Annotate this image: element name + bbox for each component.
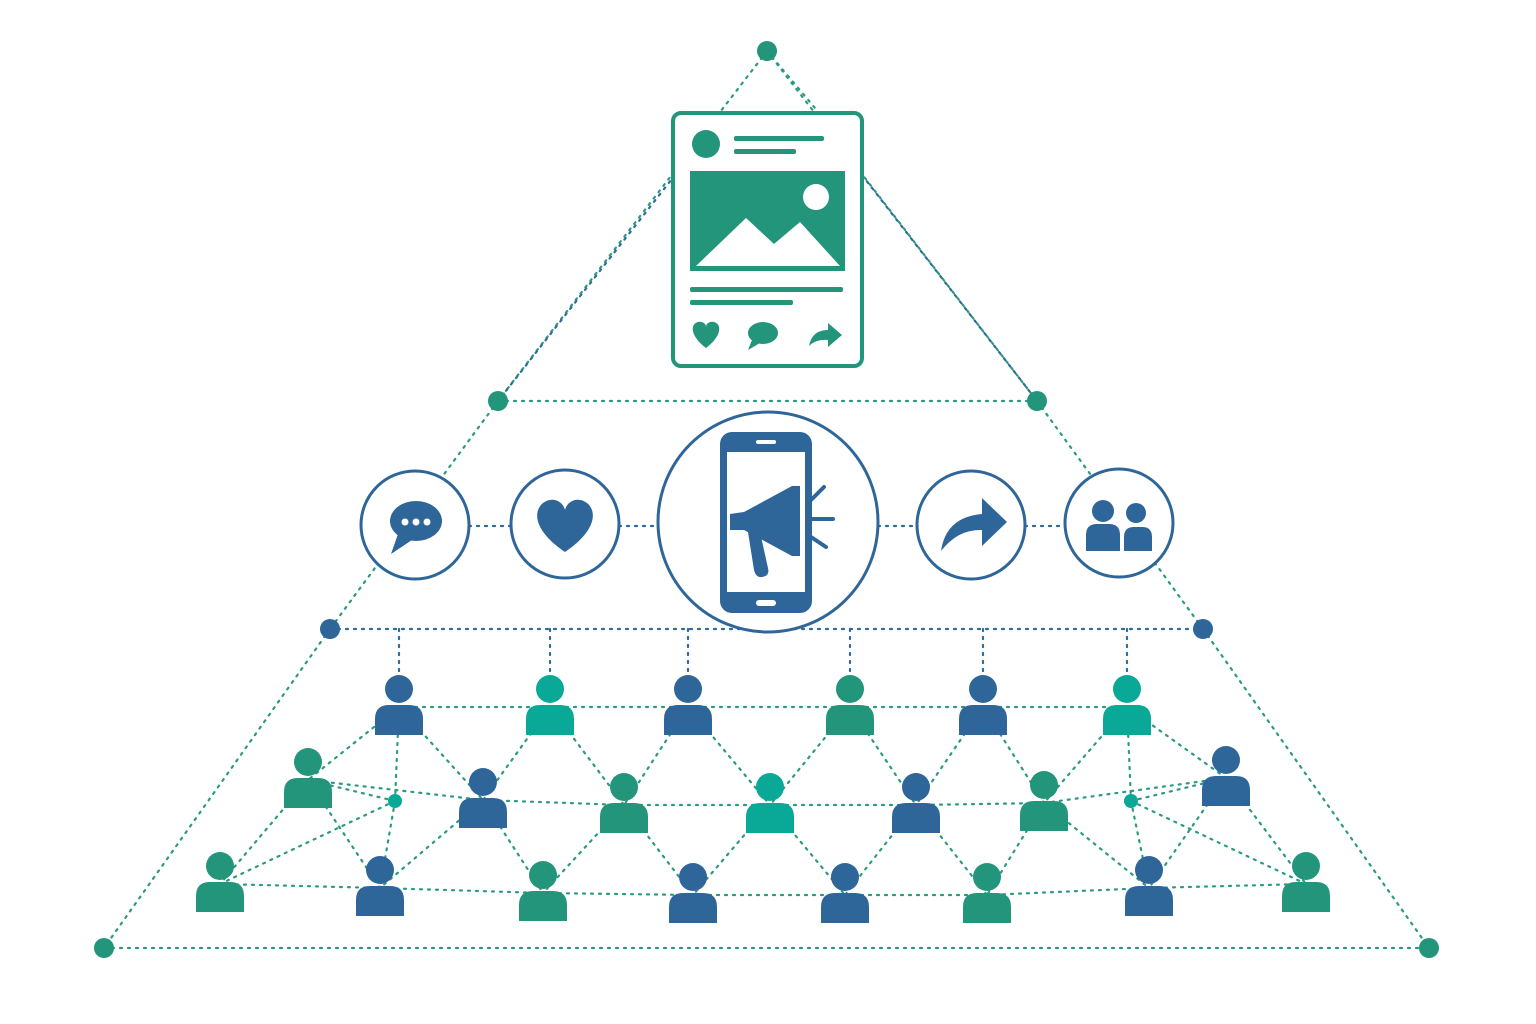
connector-line: [393, 705, 401, 803]
network-nodes: [94, 41, 1439, 958]
connector-line: [378, 798, 485, 890]
network-node: [1419, 938, 1439, 958]
connector-line: [306, 705, 401, 782]
person-icon: [669, 863, 717, 923]
connector-line: [1125, 705, 1133, 803]
connector-line: [1147, 882, 1308, 890]
person-icon: [821, 863, 869, 923]
person-icon: [746, 773, 794, 833]
connector-line: [218, 799, 397, 886]
post-comment-icon: [748, 322, 778, 350]
connector-line: [378, 886, 545, 895]
network-node: [320, 619, 340, 639]
person-icon: [196, 852, 244, 912]
connector-line: [765, 49, 817, 110]
person-icon: [1202, 746, 1250, 806]
connector-line: [496, 173, 677, 403]
connector-line: [102, 627, 332, 950]
post-image-icon: [690, 171, 845, 271]
connector-line: [860, 173, 1039, 403]
network-node: [94, 938, 114, 958]
person-icon: [664, 675, 712, 735]
person-icon: [284, 748, 332, 808]
connector-line: [1042, 801, 1151, 890]
connector-line: [218, 778, 310, 886]
comment-icon: [359, 469, 471, 581]
connector-line: [985, 886, 1151, 897]
person-icon: [356, 856, 404, 916]
person-icon: [1103, 675, 1151, 735]
person-icon: [526, 675, 574, 735]
connector-line: [481, 798, 626, 807]
network-node: [757, 41, 777, 61]
network-node: [1027, 391, 1047, 411]
network-node: [488, 391, 508, 411]
connector-line: [328, 399, 500, 631]
post-avatar-icon: [692, 130, 720, 158]
connector-line: [541, 891, 695, 897]
community-people: [196, 675, 1330, 923]
connector-line: [765, 49, 1039, 403]
person-icon: [519, 861, 567, 921]
network-node: [388, 794, 402, 808]
group-icon: [1063, 467, 1175, 579]
person-icon: [963, 863, 1011, 923]
connector-line: [1042, 776, 1228, 805]
network-node: [1193, 619, 1213, 639]
heart-icon: [509, 468, 621, 580]
person-icon: [375, 675, 423, 735]
connector-line: [914, 801, 1046, 807]
post-share-icon: [809, 323, 842, 347]
person-icon: [959, 675, 1007, 735]
social-post-card: [671, 111, 864, 368]
connector-line: [496, 49, 769, 403]
connector-line: [306, 778, 382, 890]
engagement-icons: [359, 410, 1175, 634]
share-icon: [915, 469, 1027, 581]
person-icon: [600, 773, 648, 833]
connector-line: [1129, 799, 1308, 886]
network-node: [1124, 794, 1138, 808]
connector-line: [1035, 399, 1205, 631]
connector-line: [1201, 627, 1431, 950]
connector-line: [1224, 776, 1308, 886]
post-like-icon: [692, 321, 720, 348]
megaphone-phone-icon: [656, 410, 880, 634]
connector-line: [397, 705, 485, 802]
connector-line: [218, 882, 382, 890]
person-icon: [826, 675, 874, 735]
